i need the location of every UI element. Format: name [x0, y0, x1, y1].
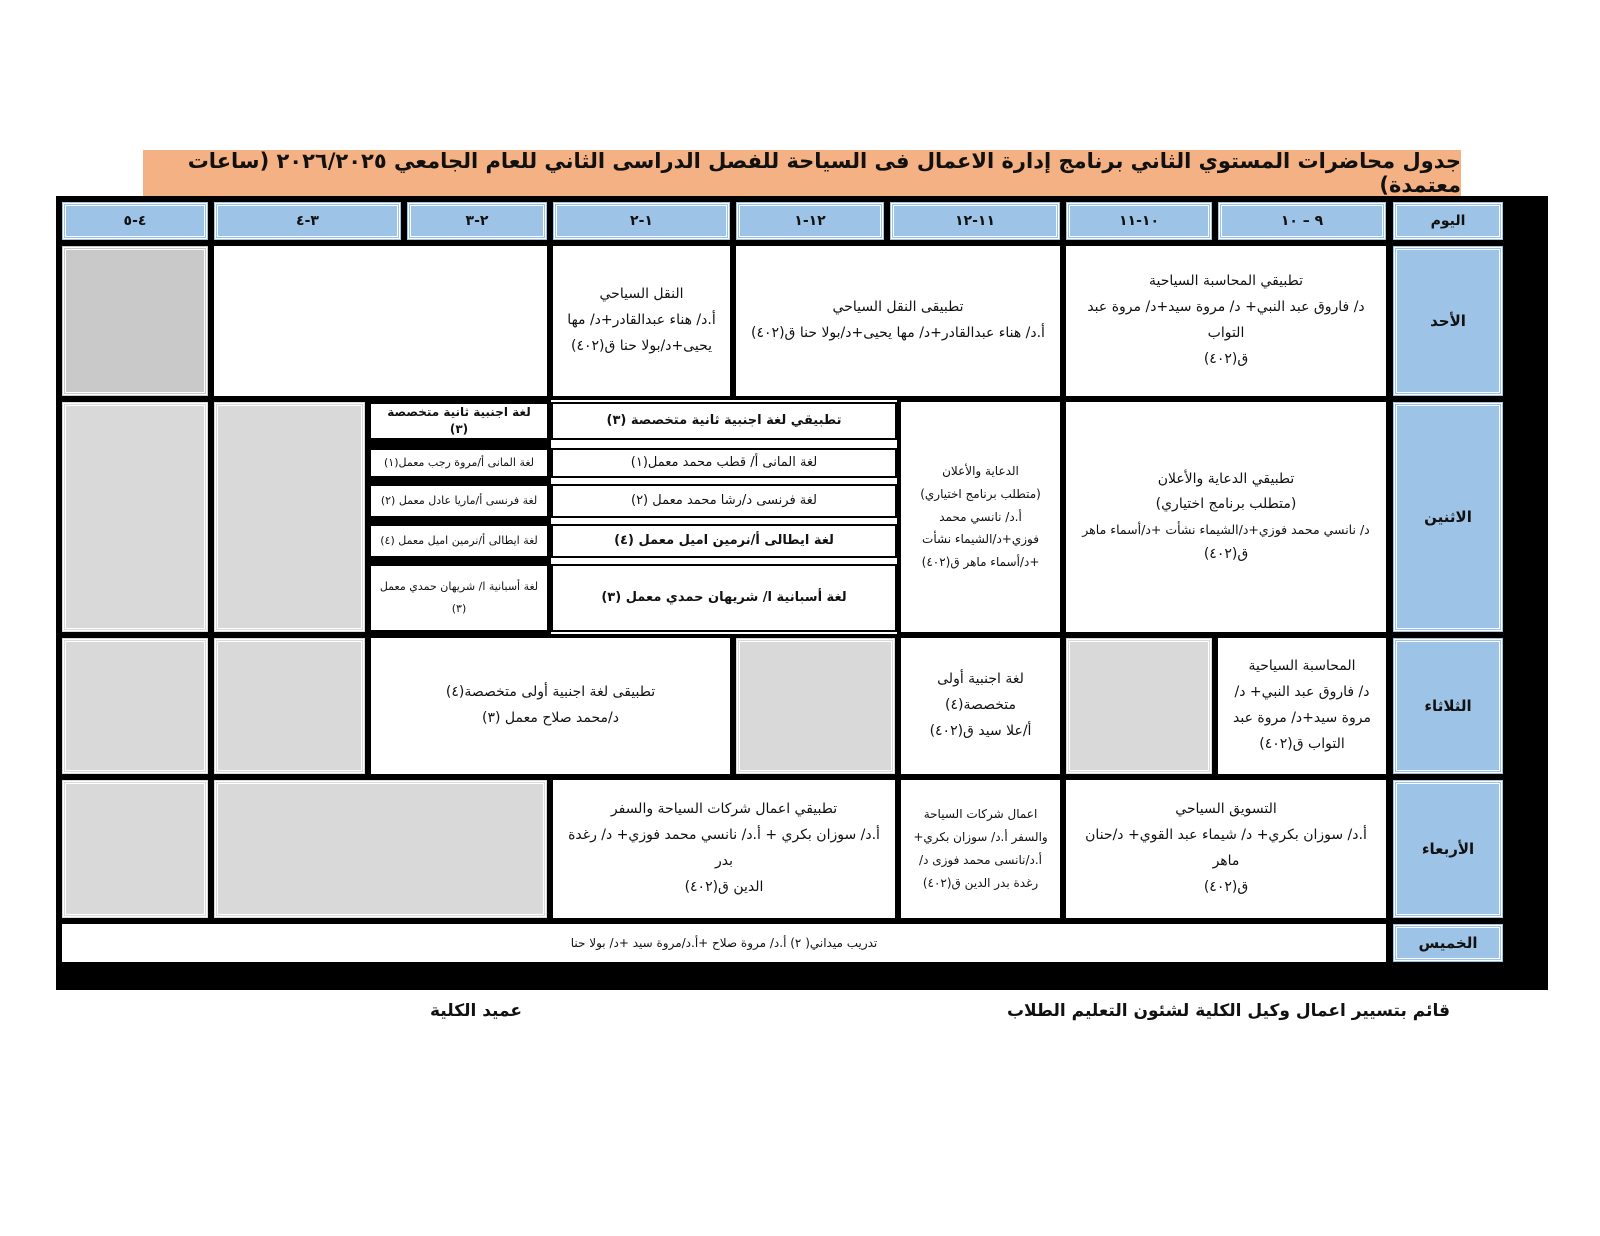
mon-lang-german: لغة المانى أ/مروة رجب معمل(١) — [369, 448, 549, 478]
wed-empty-2-4 — [212, 778, 549, 920]
tue-empty-10-11 — [1064, 636, 1214, 776]
tue-empty-4-5 — [60, 636, 210, 776]
mon-lang-app-french: لغة فرنسى د/رشا محمد معمل (٢) — [551, 484, 897, 518]
tue-foreign-lang-1-app: تطبيقى لغة اجنبية أولى متخصصة(٤)د/محمد ص… — [369, 636, 732, 776]
mon-lang-app-title: تطبيقي لغة اجنبية ثانية متخصصة (٣) — [551, 402, 897, 440]
mon-empty-3-4 — [212, 400, 367, 634]
header-10-11: ١٠-١١ — [1064, 200, 1214, 242]
day-tuesday: الثلاثاء — [1391, 636, 1505, 776]
tue-empty-12-1 — [734, 636, 897, 776]
sun-empty — [212, 244, 549, 398]
header-3-4: ٣-٤ — [212, 200, 403, 242]
header-11-12: ١١-١٢ — [888, 200, 1062, 242]
day-thursday: الخميس — [1391, 922, 1505, 964]
mon-advertising-app: تطبيقي الدعاية والأعلان(متطلب برنامج اخت… — [1064, 400, 1388, 634]
mon-advertising: الدعاية والأعلان(متطلب برنامج اختياري)أ.… — [899, 400, 1062, 634]
header-9-10: ٩ – ١٠ — [1216, 200, 1388, 242]
header-2-3: ٢-٣ — [405, 200, 549, 242]
day-monday: الاثنين — [1391, 400, 1505, 634]
header-day: اليوم — [1391, 200, 1505, 242]
mon-lang-french: لغة فرنسى أ/ماريا عادل معمل (٢) — [369, 484, 549, 518]
footer-dean: عميد الكلية — [430, 1001, 522, 1021]
header-12-1: ١٢-١ — [734, 200, 886, 242]
mon-empty-4-5 — [60, 400, 210, 634]
mon-lang-spanish: لغة أسبانية ا/ شريهان حمدي معمل (٣) — [369, 564, 549, 632]
mon-lang-app-spanish: لغة أسبانية ا/ شريهان حمدي معمل (٣) — [551, 564, 897, 632]
tue-empty-3-4 — [212, 636, 367, 776]
mon-lang-italian: لغة ايطالى أ/نرمين اميل معمل (٤) — [369, 524, 549, 558]
schedule-table: اليوم ٩ – ١٠ ١٠-١١ ١١-١٢ ١٢-١ ١-٢ ٢-٣ ٣-… — [56, 196, 1548, 990]
wed-empty-4-5 — [60, 778, 210, 920]
sun-empty-4-5 — [60, 244, 210, 398]
page-title: جدول محاضرات المستوي الثاني برنامج إدارة… — [143, 149, 1461, 197]
mon-lang-title: لغة اجنبية ثانية متخصصة (٣) — [369, 402, 549, 440]
footer-vice-dean: قائم بتسيير اعمال وكيل الكلية لشئون التع… — [1006, 1001, 1450, 1021]
header-4-5: ٤-٥ — [60, 200, 210, 242]
mon-lang-app-german: لغة المانى أ/ قطب محمد معمل(١) — [551, 448, 897, 478]
day-wednesday: الأربعاء — [1391, 778, 1505, 920]
mon-lang-app-italian: لغة ايطالى أ/نرمين اميل معمل (٤) — [551, 524, 897, 558]
day-sunday: الأحد — [1391, 244, 1505, 398]
thu-field-training: تدريب ميداني( ٢) أ.د/ مروة صلاح +أ.د/مرو… — [60, 922, 1388, 964]
header-1-2: ١-٢ — [551, 200, 732, 242]
